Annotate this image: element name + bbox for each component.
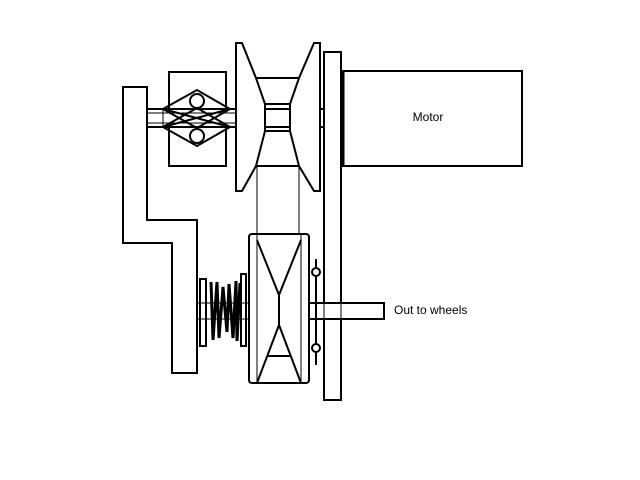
frame-plate (323, 51, 342, 401)
bearing-top (311, 267, 321, 277)
flyweight-linkage (160, 88, 233, 148)
spring-assembly (197, 273, 249, 347)
spring-washer-right (240, 273, 247, 347)
drive-pulley-right-sheave (289, 42, 321, 192)
output-label: Out to wheels (394, 303, 467, 317)
drive-pulley-left-sheave (235, 42, 266, 192)
motor-label: Motor (413, 110, 444, 124)
flyweight-top (189, 93, 205, 109)
bearing-bottom (311, 343, 321, 353)
drive-pulley (235, 42, 321, 192)
drive-belt (256, 166, 300, 234)
driven-pulley (248, 233, 310, 384)
flyweight-bottom (189, 128, 205, 144)
spring-washer-left (199, 278, 207, 347)
spring-icon (209, 280, 242, 342)
motor: Motor (341, 70, 523, 167)
support-bracket (122, 86, 198, 374)
output-shaft (308, 259, 385, 365)
